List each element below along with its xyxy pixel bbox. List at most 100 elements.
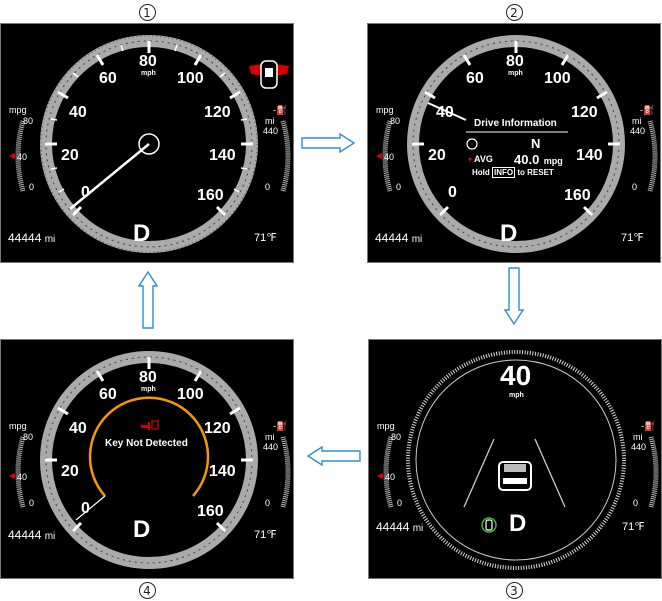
speedometer-gauge (9, 24, 291, 253)
speed-tick-20: 20 (428, 147, 446, 164)
odometer: 44444 mi (8, 231, 56, 245)
gear-indicator: D (133, 516, 151, 543)
mpg-tick-40: 40 (384, 152, 395, 162)
range-tick-0: 0 (265, 498, 271, 508)
speed-tick-40: 40 (436, 104, 454, 121)
speedometer-gauge (377, 350, 659, 570)
speed-tick-120: 120 (204, 104, 231, 121)
speedometer-gauge (9, 351, 291, 569)
speed-tick-80: 80 (139, 369, 157, 386)
mpg-tick-80: 80 (23, 432, 34, 442)
arrow-down-icon (504, 267, 524, 326)
outside-temperature: 71℉ (254, 232, 277, 244)
compass-direction: N (531, 136, 541, 151)
step-label-3: 3 (504, 580, 524, 600)
speed-tick-60: 60 (99, 386, 117, 403)
speed-tick-80: 80 (506, 53, 524, 70)
speed-tick-120: 120 (571, 104, 598, 121)
gear-indicator: D (133, 220, 151, 247)
key-not-detected-message: Key Not Detected (105, 438, 188, 449)
cluster-panel-3: 40 mph mpg 80 40 0 -⛽ mi 440 0 44444 mi … (368, 339, 662, 579)
avg-marker-icon (468, 158, 472, 162)
speed-tick-0: 0 (448, 184, 457, 201)
range-unit: mi (633, 432, 643, 442)
speed-unit: mph (508, 70, 523, 77)
step-label-2: 2 (504, 2, 524, 22)
range-tick-0: 0 (632, 182, 638, 192)
speed-unit: mph (509, 392, 524, 399)
range-tick-440: 440 (263, 126, 279, 136)
cluster-panel-1: 80 mph 60 100 40 120 20 140 0 160 mpg 80… (0, 23, 294, 263)
speed-tick-60: 60 (466, 70, 484, 87)
mpg-tick-0: 0 (29, 182, 35, 192)
speed-tick-140: 140 (209, 147, 236, 164)
mpg-tick-80: 80 (391, 432, 402, 442)
step-label-4: 4 (137, 580, 157, 600)
fuel-icon: -⛽ (273, 105, 288, 115)
mpg-tick-80: 80 (390, 116, 401, 126)
fuel-icon: -⛽ (640, 105, 655, 115)
key-warning-icon (141, 420, 159, 430)
cluster-panel-4: 80 mph 60 100 40 120 20 140 0 160 Key No… (0, 339, 294, 579)
info-button[interactable]: INFO (492, 167, 516, 178)
speed-tick-140: 140 (209, 463, 236, 480)
mpg-label: mpg (376, 105, 394, 115)
mpg-tick-80: 80 (23, 116, 34, 126)
fuel-icon: -⛽ (273, 421, 288, 431)
mpg-marker-icon (9, 473, 15, 479)
speed-tick-40: 40 (69, 420, 87, 437)
arrow-left-icon (306, 446, 361, 466)
speed-tick-20: 20 (61, 147, 79, 164)
speed-tick-100: 100 (177, 70, 204, 87)
door-open-icon (249, 60, 289, 89)
mpg-tick-40: 40 (17, 152, 28, 162)
avg-fuel-economy: 40.0 mpg (514, 152, 563, 167)
warning-arc (88, 396, 210, 497)
speed-unit: mph (141, 386, 156, 393)
mpg-tick-40: 40 (385, 472, 396, 482)
speed-tick-20: 20 (61, 463, 79, 480)
gear-indicator: D (509, 510, 527, 537)
mpg-label: mpg (9, 105, 27, 115)
driver-assist-icon (481, 517, 497, 533)
arrow-right-icon (301, 133, 356, 153)
mpg-tick-0: 0 (29, 498, 35, 508)
range-tick-440: 440 (631, 442, 647, 452)
avg-label: AVG (474, 154, 493, 164)
speed-tick-80: 80 (139, 53, 157, 70)
odometer: 44444 mi (376, 520, 424, 534)
speed-tick-40: 40 (69, 104, 87, 121)
mpg-label: mpg (377, 421, 395, 431)
arrow-up-icon (138, 270, 158, 329)
gear-indicator: D (500, 220, 518, 247)
mpg-marker-icon (9, 153, 15, 159)
speed-tick-0: 0 (81, 500, 90, 517)
odometer: 44444 mi (8, 528, 56, 542)
compass-icon (466, 138, 478, 150)
fuel-icon: -⛽ (641, 421, 656, 431)
speed-tick-140: 140 (576, 147, 603, 164)
speedometer-gauge (376, 35, 658, 253)
outside-temperature: 71℉ (622, 521, 645, 533)
speed-tick-100: 100 (544, 70, 571, 87)
range-unit: mi (265, 432, 275, 442)
speed-tick-60: 60 (99, 70, 117, 87)
speed-needle (75, 495, 106, 521)
speed-tick-120: 120 (204, 420, 231, 437)
outside-temperature: 71℉ (621, 232, 644, 244)
drive-info-title: Drive Information (474, 118, 557, 129)
step-label-1: 1 (137, 2, 157, 22)
mpg-tick-0: 0 (396, 182, 402, 192)
mpg-label: mpg (9, 421, 27, 431)
speed-unit: mph (141, 70, 156, 77)
digital-speed: 40 (500, 360, 532, 391)
outside-temperature: 71℉ (254, 529, 277, 541)
speed-needle (427, 102, 467, 121)
mpg-tick-40: 40 (17, 472, 28, 482)
range-unit: mi (632, 116, 642, 126)
speed-tick-160: 160 (564, 187, 591, 204)
speed-tick-0: 0 (81, 184, 90, 201)
range-tick-440: 440 (263, 442, 279, 452)
lead-vehicle-icon (498, 461, 532, 491)
range-unit: mi (265, 116, 275, 126)
